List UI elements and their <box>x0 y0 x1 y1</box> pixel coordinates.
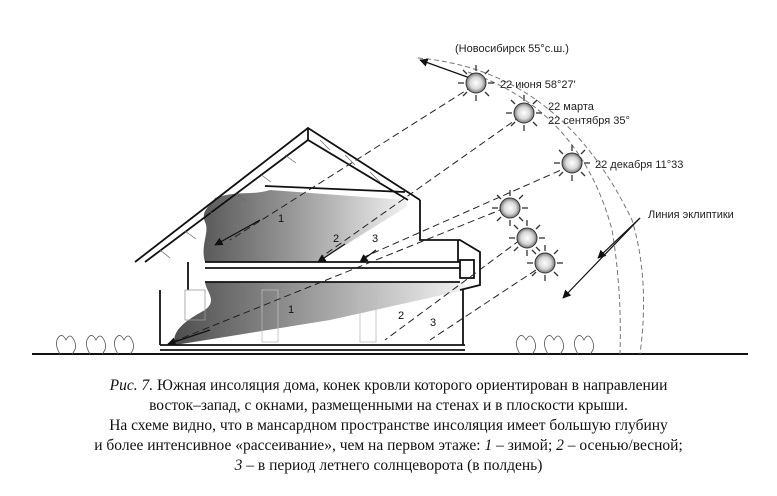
ray-number-floor-2: 2 <box>398 310 404 322</box>
sun-rays <box>169 85 571 344</box>
caption-text: – осенью/весной; <box>563 437 683 454</box>
sun-rays-arrows <box>167 219 377 346</box>
sun-label-march: 22 марта <box>548 101 595 113</box>
caption-number: 1 <box>484 437 493 454</box>
figure-caption: Рис. 7. Южная инсоляция дома, конек кров… <box>20 376 757 476</box>
sun-icon <box>554 145 590 181</box>
caption-line-4: и более интенсивное «рассеивание», чем н… <box>20 436 757 456</box>
ray-number-floor-1: 1 <box>288 304 294 316</box>
ecliptic-leaders <box>562 217 641 299</box>
sun-icon <box>506 95 542 131</box>
insolation-diagram: (Новосибирск 55°с.ш.) 22 июня 58°27' 22 … <box>32 43 748 355</box>
figure-number: Рис. 7. <box>109 377 154 394</box>
caption-text: и более интенсивное «рассеивание», чем н… <box>94 437 485 454</box>
bushes <box>56 335 594 355</box>
caption-text: – зимой; <box>492 437 557 454</box>
caption-text: – в период летнего солнцеворота (в полде… <box>242 457 543 474</box>
caption-line-2: восток–запад, с окнами, размещенными на … <box>149 397 628 414</box>
house-outline <box>134 126 481 351</box>
sun-label-december: 22 декабря 11°33 <box>595 159 683 171</box>
sun-icon <box>458 65 494 101</box>
sun-icon <box>527 245 563 281</box>
location-label: (Новосибирск 55°с.ш.) <box>455 43 569 55</box>
sun-label-june: 22 июня 58°27' <box>500 79 576 91</box>
north-arrow <box>419 58 471 79</box>
sun-label-september: 22 сентября 35° <box>548 115 630 127</box>
ecliptic-arcs <box>417 57 645 355</box>
caption-line-1: Рис. 7. Южная инсоляция дома, конек кров… <box>20 376 757 396</box>
caption-line-3: На схеме видно, что в мансардном простра… <box>109 417 668 434</box>
sun-icon <box>492 190 528 226</box>
ray-number-attic-2: 2 <box>333 233 339 245</box>
ray-number-attic-1: 1 <box>278 213 284 225</box>
sun-icon <box>509 220 545 256</box>
floor-light-shaft <box>174 282 465 345</box>
roof-hatching <box>159 139 381 259</box>
caption-title: Южная инсоляция дома, конек кровли котор… <box>153 377 668 394</box>
ray-number-attic-3: 3 <box>372 233 378 245</box>
sun-icons <box>458 65 590 281</box>
caption-number: 2 <box>556 437 564 454</box>
attic-light-shaft <box>203 190 408 262</box>
ray-number-floor-3: 3 <box>430 317 436 329</box>
caption-number: 3 <box>234 457 243 474</box>
ecliptic-label: Линия эклиптики <box>648 209 734 221</box>
caption-line-5: 3 – в период летнего солнцеворота (в пол… <box>20 456 757 476</box>
